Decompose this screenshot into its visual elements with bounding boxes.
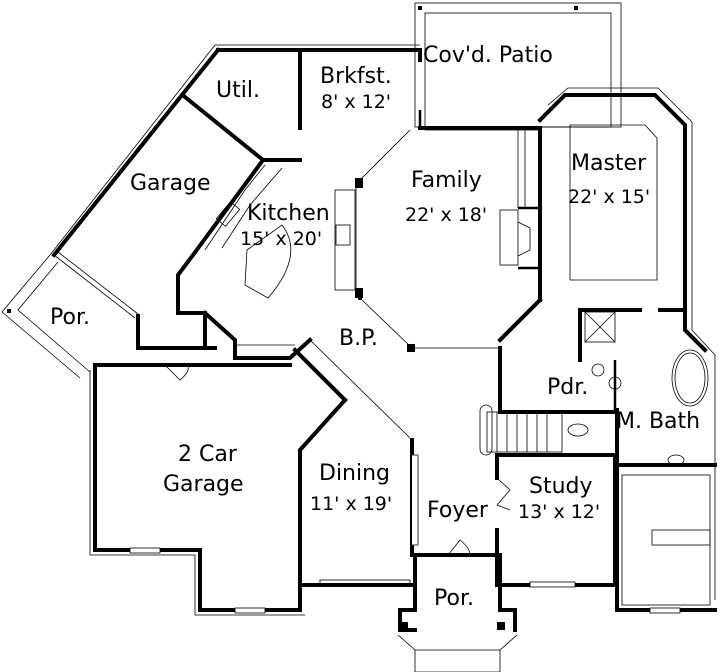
master-walls xyxy=(537,87,717,614)
room-label-master: Master xyxy=(571,151,647,176)
room-label-covd-patio: Cov'd. Patio xyxy=(423,43,553,68)
room-dims-kitchen: 15' x 20' xyxy=(240,228,323,250)
room-label-2-car-garage: Garage xyxy=(163,472,244,497)
exterior-walls xyxy=(1,44,430,379)
room-label-foyer: Foyer xyxy=(427,498,488,523)
room-label-2-car: 2 Car xyxy=(178,442,237,467)
family-room-walls xyxy=(355,126,543,352)
room-dims-brkfst: 8' x 12' xyxy=(321,91,392,113)
room-label-bp: B.P. xyxy=(339,326,378,351)
room-label-porch-side: Por. xyxy=(50,305,90,330)
dining-walls xyxy=(292,339,419,587)
room-label-kitchen: Kitchen xyxy=(247,201,330,226)
room-label-pdr: Pdr. xyxy=(547,375,589,400)
room-label-porch-front: Por. xyxy=(434,586,474,611)
room-label-family: Family xyxy=(411,168,482,193)
room-label-dining: Dining xyxy=(319,461,391,486)
room-dims-study: 13' x 12' xyxy=(518,501,601,523)
room-dims-master: 22' x 15' xyxy=(568,186,651,208)
room-label-garage: Garage xyxy=(130,171,211,196)
room-dims-family: 22' x 18' xyxy=(405,204,488,226)
two-car-garage-walls xyxy=(89,363,305,616)
kitchen-fixtures xyxy=(204,164,356,299)
stairs xyxy=(479,346,617,456)
room-dims-dining: 11' x 19' xyxy=(310,493,393,515)
room-label-util: Util. xyxy=(216,78,260,103)
room-label-m-bath: M. Bath xyxy=(616,409,701,434)
foyer-porch-walls xyxy=(397,539,518,672)
room-label-study: Study xyxy=(529,474,593,499)
room-label-brkfst: Brkfst. xyxy=(320,64,392,89)
